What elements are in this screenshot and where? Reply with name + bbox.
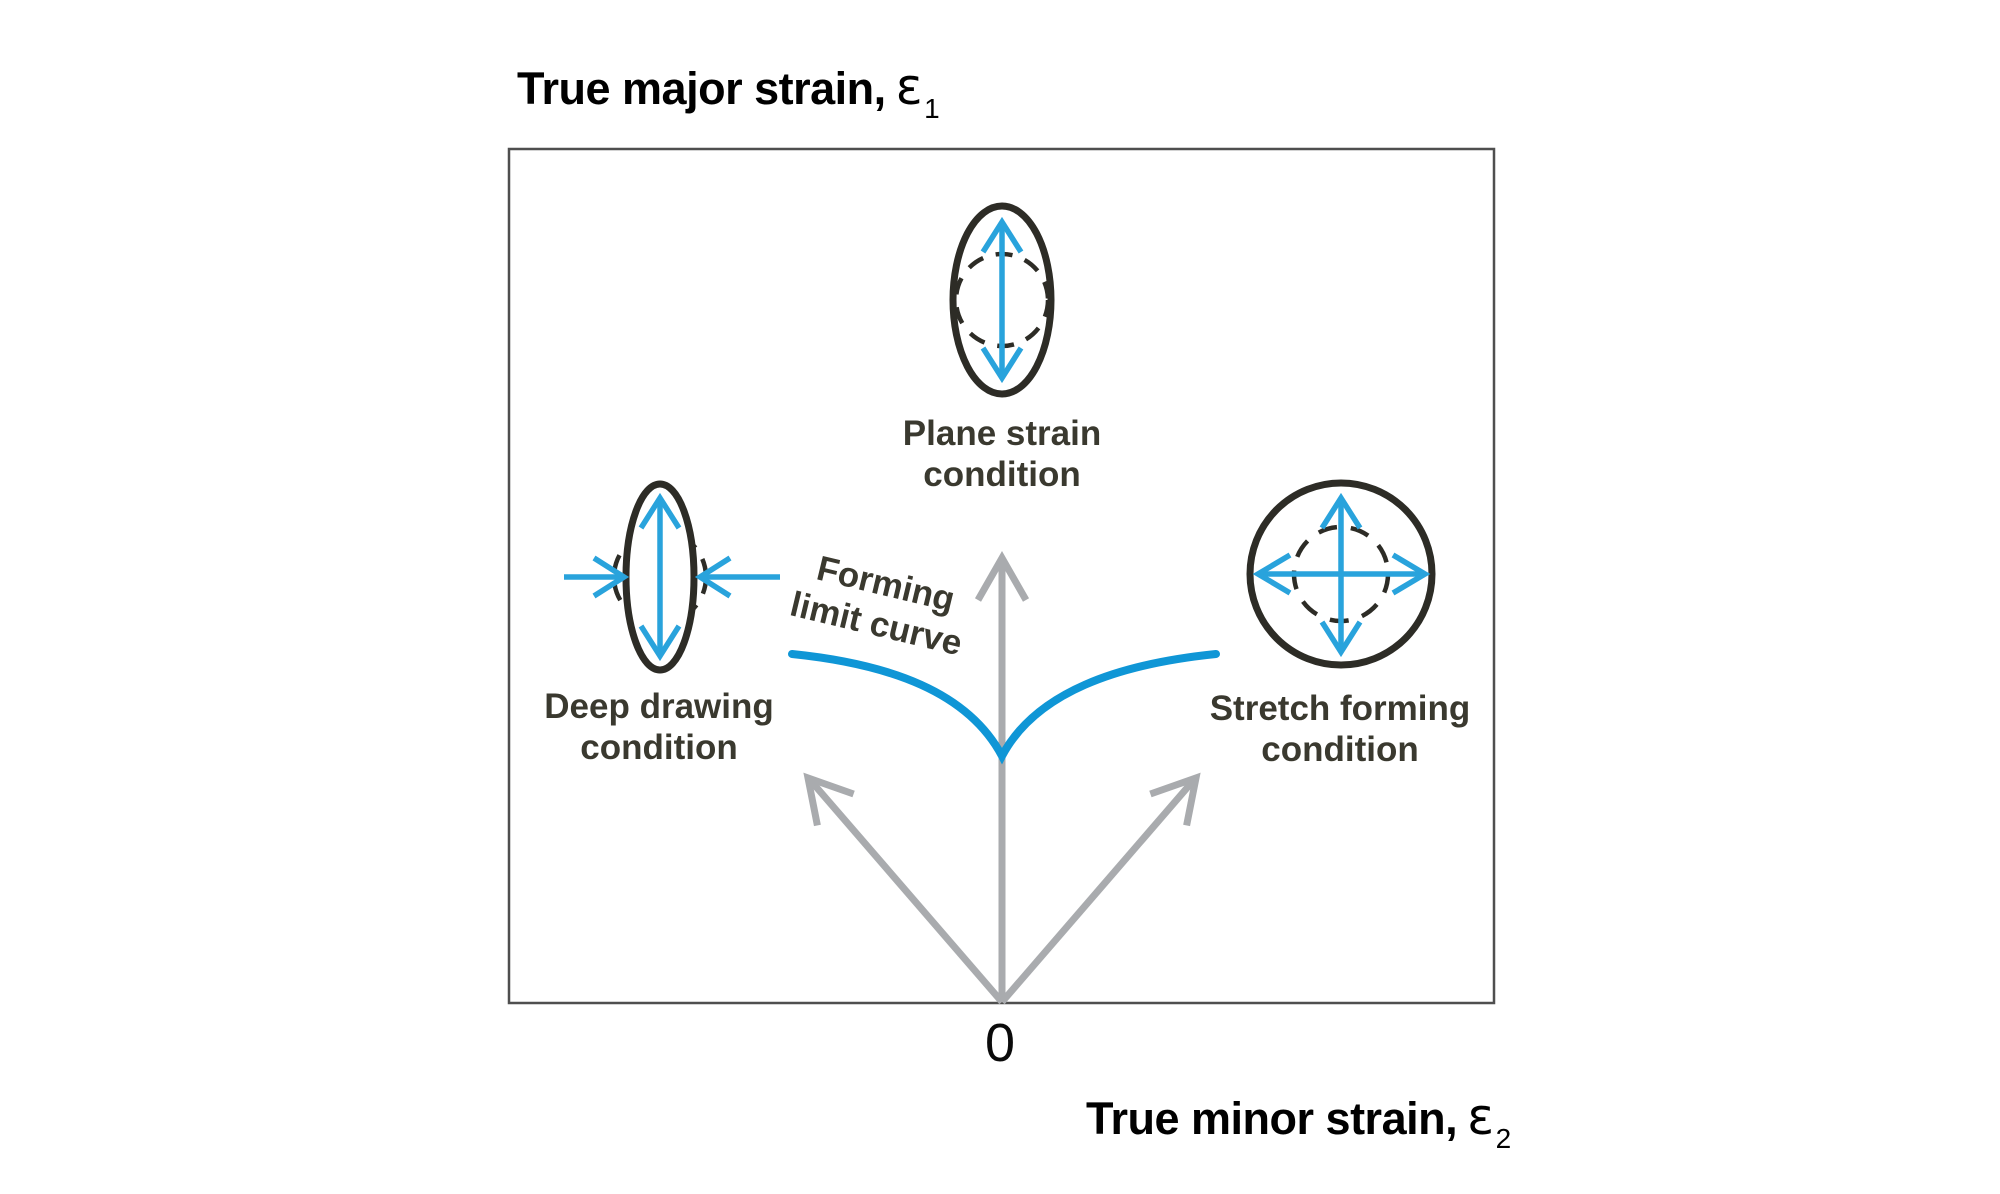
arrow-down-head-icon xyxy=(638,624,682,662)
forming-limit-curve xyxy=(788,650,1220,765)
deep-drawing-label: Deep drawing condition xyxy=(544,686,773,768)
x-axis-title: True minor strain,ε2 xyxy=(1086,1088,1511,1154)
strain-path-arrows xyxy=(803,550,1201,1005)
plane-strain-glyph xyxy=(949,202,1055,398)
origin-label: 0 xyxy=(984,1013,1016,1073)
arrow-down-head-icon xyxy=(980,346,1024,384)
stretch-forming-path-arrow xyxy=(999,778,1196,1005)
arrow-up-head-icon xyxy=(980,216,1024,254)
plane-strain-label-line2: condition xyxy=(923,455,1081,494)
plane-strain-label: Plane strain condition xyxy=(903,413,1101,495)
stretch-forming-label-line1: Stretch forming xyxy=(1209,689,1471,728)
epsilon-subscript: 2 xyxy=(1495,1123,1512,1154)
deep-drawing-label-line2: condition xyxy=(580,728,738,767)
stretch-forming-glyph xyxy=(1246,479,1436,669)
plane-strain-stretch-arrow xyxy=(980,216,1024,384)
stretch-forming-horizontal-arrow xyxy=(1252,552,1431,596)
arrow-up-head-icon xyxy=(1319,492,1363,530)
stretch-forming-path-arrowhead-icon xyxy=(1149,772,1201,827)
stretch-forming-label: Stretch forming condition xyxy=(1210,688,1471,770)
arrow-left-head-icon xyxy=(1252,552,1292,596)
plot-frame xyxy=(507,147,1496,1005)
deep-drawing-label-line1: Deep drawing xyxy=(544,687,774,726)
deep-drawing-path-arrowhead-icon xyxy=(803,772,855,827)
epsilon-symbol: ε xyxy=(1467,1088,1494,1146)
plane-strain-label-line1: Plane strain xyxy=(902,414,1102,453)
arrow-up-head-icon xyxy=(638,492,682,530)
y-axis-title: True major strain,ε1 xyxy=(517,58,940,124)
stretch-forming-circle xyxy=(1246,479,1436,669)
arrow-down-head-icon xyxy=(1319,620,1363,658)
epsilon-symbol: ε xyxy=(895,58,923,116)
arrow-left-head-icon xyxy=(694,555,732,599)
arrow-right-head-icon xyxy=(1391,552,1431,596)
stretch-forming-label-line2: condition xyxy=(1261,730,1419,769)
deep-drawing-glyph xyxy=(564,480,780,674)
plane-strain-path-arrowhead-icon xyxy=(974,550,1030,602)
arrow-right-head-icon xyxy=(592,555,630,599)
epsilon-subscript: 1 xyxy=(924,93,940,124)
deep-drawing-compression-arrows xyxy=(564,555,780,599)
deep-drawing-stretch-arrow xyxy=(638,492,682,662)
plane-strain-ellipse xyxy=(949,202,1055,398)
x-axis-title-text: True minor strain, xyxy=(1086,1093,1458,1144)
deep-drawing-path-arrow xyxy=(808,778,1005,1005)
y-axis-title-text: True major strain, xyxy=(517,63,886,114)
